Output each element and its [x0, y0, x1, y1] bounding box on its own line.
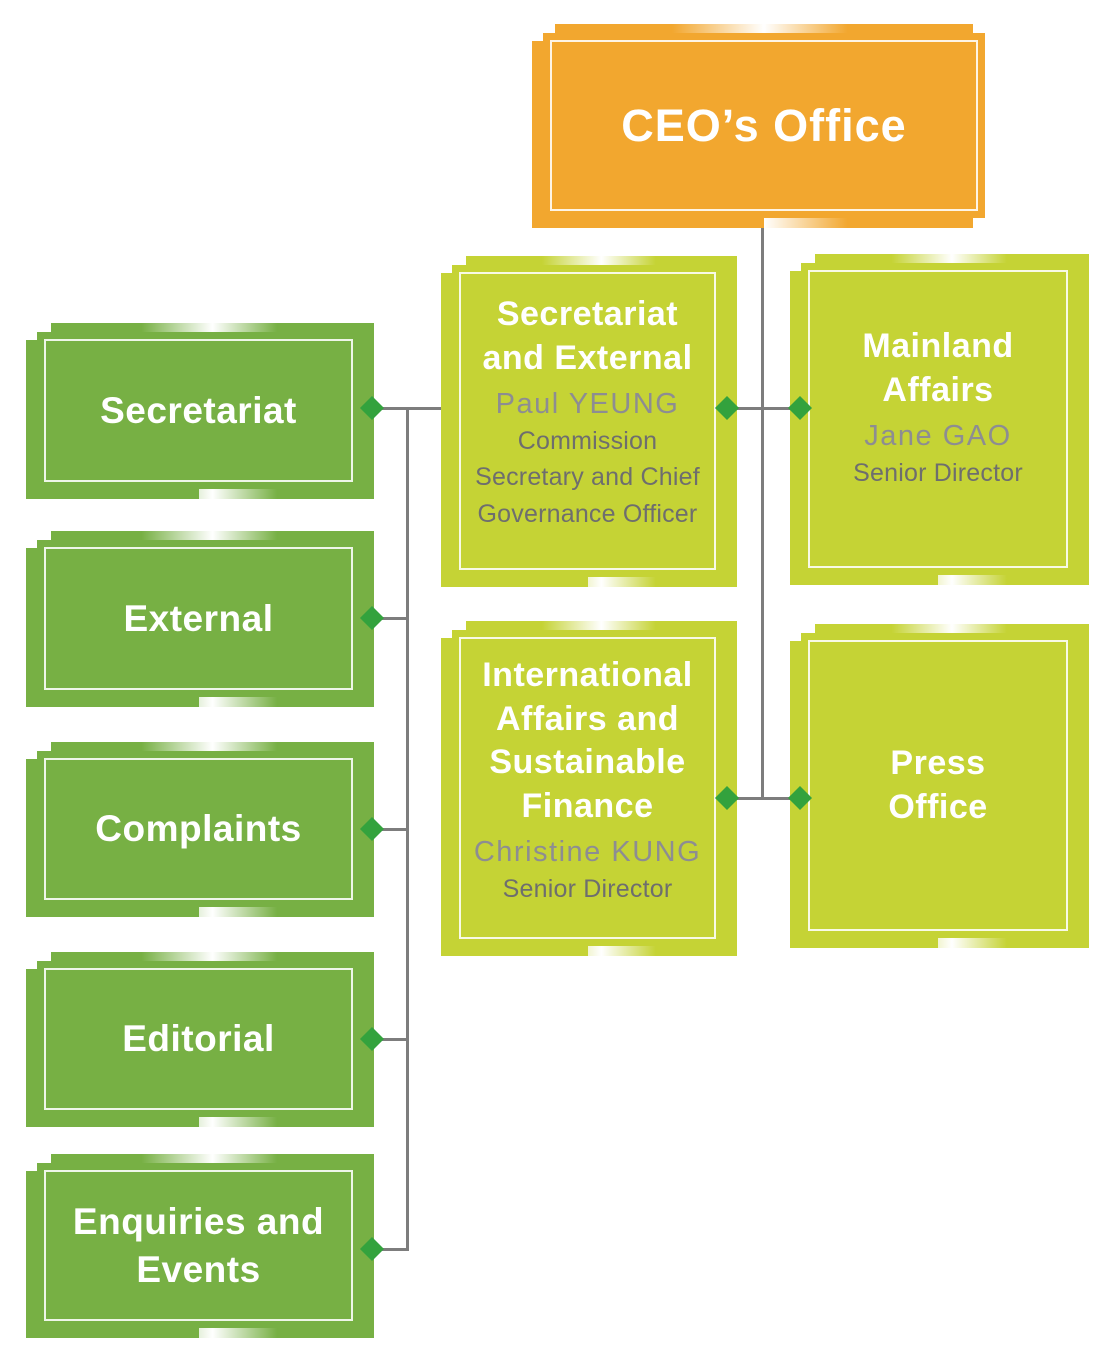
node-international-affairs: International Affairs and Sustainable Fi… — [441, 621, 737, 956]
node-external-box: External — [37, 540, 360, 697]
node-press-office-title: Press Office — [888, 743, 988, 826]
node-secretariat: Secretariat — [26, 323, 374, 499]
node-press-office-box: Press Office — [801, 633, 1075, 938]
node-enquiries-events-box: Enquiries and Events — [37, 1163, 360, 1328]
node-external-title: External — [123, 597, 274, 639]
node-complaints-box: Complaints — [37, 751, 360, 907]
connector-branch-enquiries — [366, 1248, 408, 1251]
node-enquiries-events-title: Enquiries and Events — [72, 1201, 325, 1290]
node-complaints-title: Complaints — [95, 808, 302, 850]
connector-ceo-vertical — [761, 217, 764, 798]
inner-border — [808, 270, 1068, 568]
connector-row2-horizontal — [722, 797, 801, 800]
node-secretariat-and-external-title: Secretariat and External — [482, 295, 693, 377]
node-international-affairs-name: Christine KUNG — [473, 836, 702, 869]
node-editorial: Editorial — [26, 952, 374, 1127]
connector-branch-external — [366, 617, 408, 620]
connector-row1-horizontal — [722, 407, 801, 410]
node-ceo-office: CEO’s Office — [532, 24, 985, 228]
node-mainland-affairs: Mainland Affairs Jane GAO Senior Directo… — [790, 254, 1089, 585]
node-complaints: Complaints — [26, 742, 374, 917]
node-secretariat-and-external-name: Paul YEUNG — [495, 388, 680, 421]
node-secretariat-and-external-box: Secretariat and External Paul YEUNG Comm… — [452, 265, 723, 577]
node-press-office: Press Office — [790, 624, 1089, 948]
node-international-affairs-role: Senior Director — [502, 875, 673, 904]
node-secretariat-and-external-role: Commission Secretary and Chief Governanc… — [475, 427, 700, 528]
node-mainland-affairs-title: Mainland Affairs — [862, 327, 1014, 409]
node-editorial-title: Editorial — [122, 1018, 275, 1060]
node-external: External — [26, 531, 374, 707]
node-ceo-office-title: CEO’s Office — [621, 99, 907, 151]
node-mainland-affairs-box: Mainland Affairs Jane GAO Senior Directo… — [801, 263, 1075, 575]
node-secretariat-title: Secretariat — [100, 389, 297, 431]
node-mainland-affairs-name: Jane GAO — [864, 420, 1012, 453]
connector-branch-secretariat — [366, 407, 452, 410]
node-mainland-affairs-role: Senior Director — [853, 459, 1023, 488]
connector-branch-complaints — [366, 828, 408, 831]
node-editorial-box: Editorial — [37, 961, 360, 1117]
node-enquiries-events: Enquiries and Events — [26, 1154, 374, 1338]
node-secretariat-box: Secretariat — [37, 332, 360, 489]
node-secretariat-and-external: Secretariat and External Paul YEUNG Comm… — [441, 256, 737, 587]
node-ceo-office-box: CEO’s Office — [543, 33, 985, 218]
node-international-affairs-title: International Affairs and Sustainable Fi… — [482, 656, 693, 825]
node-international-affairs-box: International Affairs and Sustainable Fi… — [452, 630, 723, 946]
connector-branch-editorial — [366, 1038, 408, 1041]
